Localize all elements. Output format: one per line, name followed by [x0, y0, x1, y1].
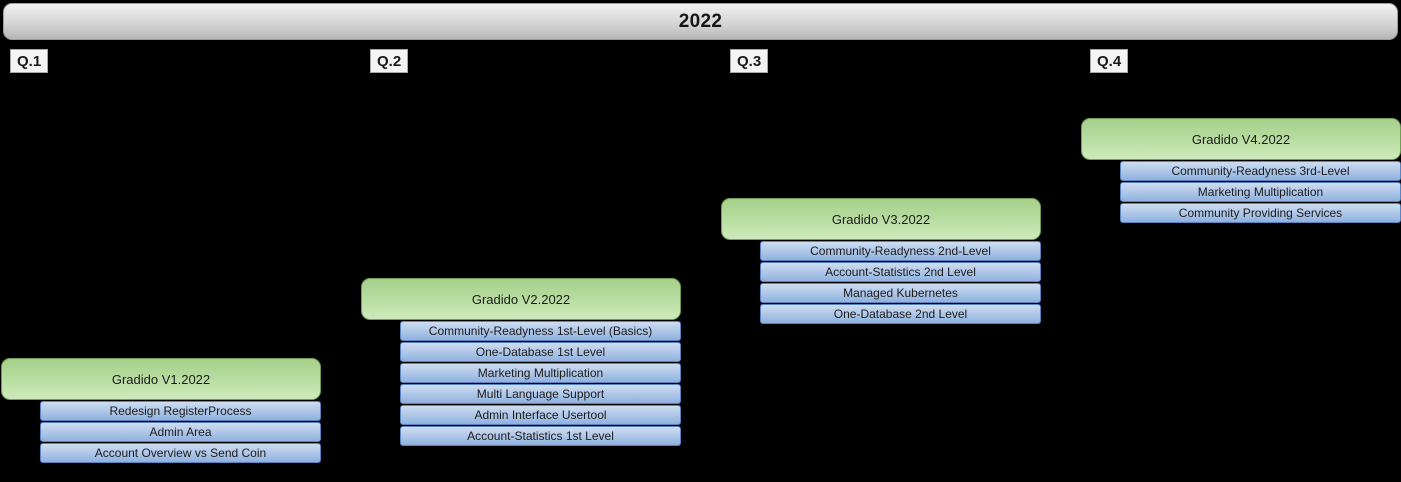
- release-item[interactable]: One-Database 1st Level: [400, 342, 681, 362]
- release-item-label: One-Database 2nd Level: [833, 307, 968, 321]
- release-header[interactable]: Gradido V3.2022: [721, 198, 1041, 240]
- release-header-label: Gradido V2.2022: [471, 291, 571, 307]
- release-item[interactable]: Community-Readyness 2nd-Level: [760, 241, 1041, 261]
- release-item[interactable]: Marketing Multiplication: [400, 363, 681, 383]
- release-header-label: Gradido V3.2022: [831, 211, 931, 227]
- quarter-label-1: Q.1: [10, 49, 49, 73]
- release-item-label: Community Providing Services: [1178, 206, 1343, 220]
- release-item-label: Admin Area: [149, 425, 212, 439]
- release-item[interactable]: Account Overview vs Send Coin: [40, 443, 321, 463]
- release-item-label: Community-Readyness 3rd-Level: [1171, 164, 1350, 178]
- release-item-label: Managed Kubernetes: [843, 286, 958, 300]
- release-item[interactable]: Community-Readyness 1st-Level (Basics): [400, 321, 681, 341]
- release-item[interactable]: Community-Readyness 3rd-Level: [1120, 161, 1401, 181]
- release-item[interactable]: Account-Statistics 1st Level: [400, 426, 681, 446]
- release-item[interactable]: Managed Kubernetes: [760, 283, 1041, 303]
- release-item-label: Marketing Multiplication: [477, 366, 604, 380]
- release-header[interactable]: Gradido V2.2022: [361, 278, 681, 320]
- quarter-label-4: Q.4: [1090, 49, 1129, 73]
- release-header[interactable]: Gradido V1.2022: [1, 358, 321, 400]
- release-item-label: Admin Interface Usertool: [474, 408, 607, 422]
- release-header-label: Gradido V1.2022: [111, 371, 211, 387]
- quarter-label-3: Q.3: [730, 49, 769, 73]
- release-header[interactable]: Gradido V4.2022: [1081, 118, 1401, 160]
- release-item-label: Marketing Multiplication: [1197, 185, 1324, 199]
- year-title: 2022: [678, 10, 723, 32]
- release-item-list: Community-Readyness 1st-Level (Basics) On…: [400, 321, 681, 446]
- release-item-label: Redesign RegisterProcess: [109, 404, 252, 418]
- release-item[interactable]: Admin Area: [40, 422, 321, 442]
- release-item-label: Multi Language Support: [476, 387, 605, 401]
- release-header-label: Gradido V4.2022: [1191, 131, 1291, 147]
- release-item-label: Community-Readyness 2nd-Level: [810, 244, 991, 258]
- release-item-label: Community-Readyness 1st-Level (Basics): [428, 324, 653, 338]
- release-item[interactable]: Community Providing Services: [1120, 203, 1401, 223]
- year-header-bar: 2022: [3, 3, 1398, 40]
- release-item[interactable]: Account-Statistics 2nd Level: [760, 262, 1041, 282]
- release-item[interactable]: Marketing Multiplication: [1120, 182, 1401, 202]
- release-item-label: Account Overview vs Send Coin: [94, 446, 267, 460]
- release-item[interactable]: Multi Language Support: [400, 384, 681, 404]
- release-item[interactable]: Admin Interface Usertool: [400, 405, 681, 425]
- release-item-label: Account-Statistics 2nd Level: [825, 265, 976, 279]
- release-item[interactable]: Redesign RegisterProcess: [40, 401, 321, 421]
- release-item-label: Account-Statistics 1st Level: [467, 429, 614, 443]
- release-item-label: One-Database 1st Level: [475, 345, 606, 359]
- release-item[interactable]: One-Database 2nd Level: [760, 304, 1041, 324]
- quarter-label-2: Q.2: [370, 49, 409, 73]
